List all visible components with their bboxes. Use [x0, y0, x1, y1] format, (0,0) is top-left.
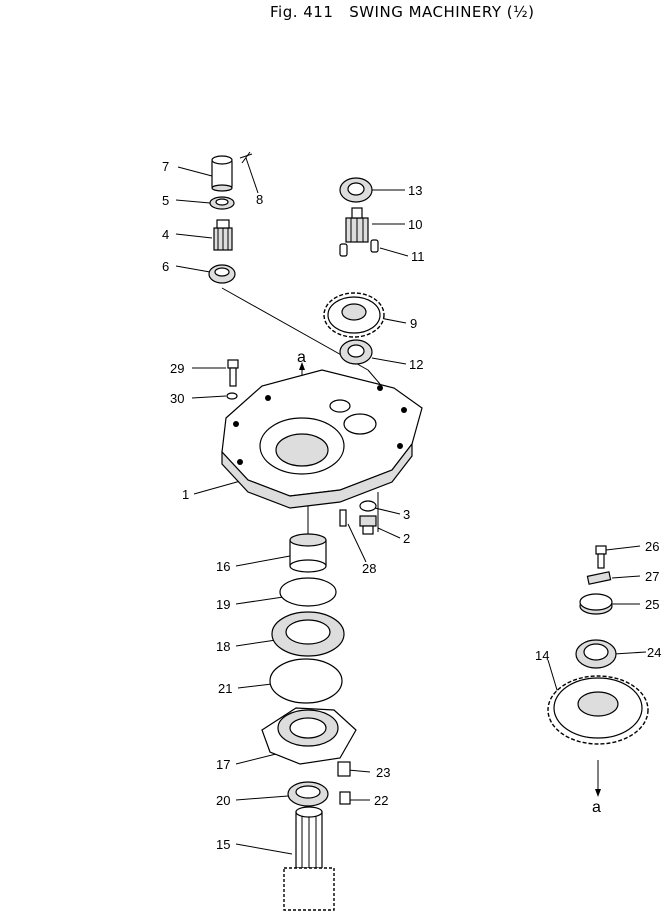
part-23-plate [337, 761, 351, 777]
part-20-bearing [287, 781, 329, 807]
part-22-bolt [339, 791, 351, 805]
label-27: 27 [645, 569, 659, 584]
label-7: 7 [162, 159, 169, 174]
marker-a-upper: a [297, 349, 306, 366]
part-17-case [261, 707, 357, 765]
label-21: 21 [218, 681, 232, 696]
label-23: 23 [376, 765, 390, 780]
label-3: 3 [403, 507, 410, 522]
part-30-washer [226, 392, 238, 400]
part-10-gear-shaft [345, 207, 369, 243]
part-9-gear [323, 292, 385, 338]
label-5: 5 [162, 193, 169, 208]
label-4: 4 [162, 227, 169, 242]
label-30: 30 [170, 391, 184, 406]
part-16-collar [289, 533, 327, 573]
label-25: 25 [645, 597, 659, 612]
part-28-dowel-pin [339, 509, 347, 527]
label-14: 14 [535, 648, 549, 663]
label-22: 22 [374, 793, 388, 808]
part-27-lock-plate [586, 571, 612, 585]
label-6: 6 [162, 259, 169, 274]
label-8: 8 [256, 192, 263, 207]
label-24: 24 [647, 645, 661, 660]
part-24-bearing [575, 639, 617, 669]
part-7-sleeve [211, 155, 233, 192]
part-2-plug [359, 515, 377, 535]
part-3-o-ring [359, 500, 377, 512]
part-14-large-gear [547, 675, 649, 745]
label-12: 12 [409, 357, 423, 372]
part-15-output-shaft [283, 806, 335, 911]
part-numbers: 7 8 5 4 6 13 10 11 9 12 29 30 1 3 2 28 1… [162, 159, 661, 852]
label-29: 29 [170, 361, 184, 376]
label-28: 28 [362, 561, 376, 576]
part-5-bearing [209, 196, 235, 210]
part-6-bearing [208, 264, 236, 284]
label-19: 19 [216, 597, 230, 612]
label-20: 20 [216, 793, 230, 808]
part-29-bolt [227, 359, 239, 387]
label-11: 11 [411, 249, 425, 264]
part-19-snap-ring [279, 577, 337, 607]
part-18-bearing [271, 611, 345, 657]
part-13-bearing [339, 177, 373, 203]
marker-a-lower: a [592, 799, 601, 816]
part-25-holder [579, 593, 613, 615]
label-10: 10 [408, 217, 422, 232]
label-16: 16 [216, 559, 230, 574]
part-11-keys [339, 239, 379, 257]
label-13: 13 [408, 183, 422, 198]
part-1-housing [221, 369, 423, 509]
part-12-bearing [339, 339, 373, 365]
label-2: 2 [403, 531, 410, 546]
label-1: 1 [182, 487, 189, 502]
label-18: 18 [216, 639, 230, 654]
label-26: 26 [645, 539, 659, 554]
part-21-o-ring [269, 658, 343, 704]
label-15: 15 [216, 837, 230, 852]
part-26-bolt [595, 545, 607, 569]
label-9: 9 [410, 316, 417, 331]
part-4-pinion [213, 219, 233, 251]
leader-lines [175, 151, 647, 855]
figure-title: Fig. 411 SWING MACHINERY (½) [270, 3, 535, 21]
part-8-pin [239, 153, 253, 159]
label-17: 17 [216, 757, 230, 772]
